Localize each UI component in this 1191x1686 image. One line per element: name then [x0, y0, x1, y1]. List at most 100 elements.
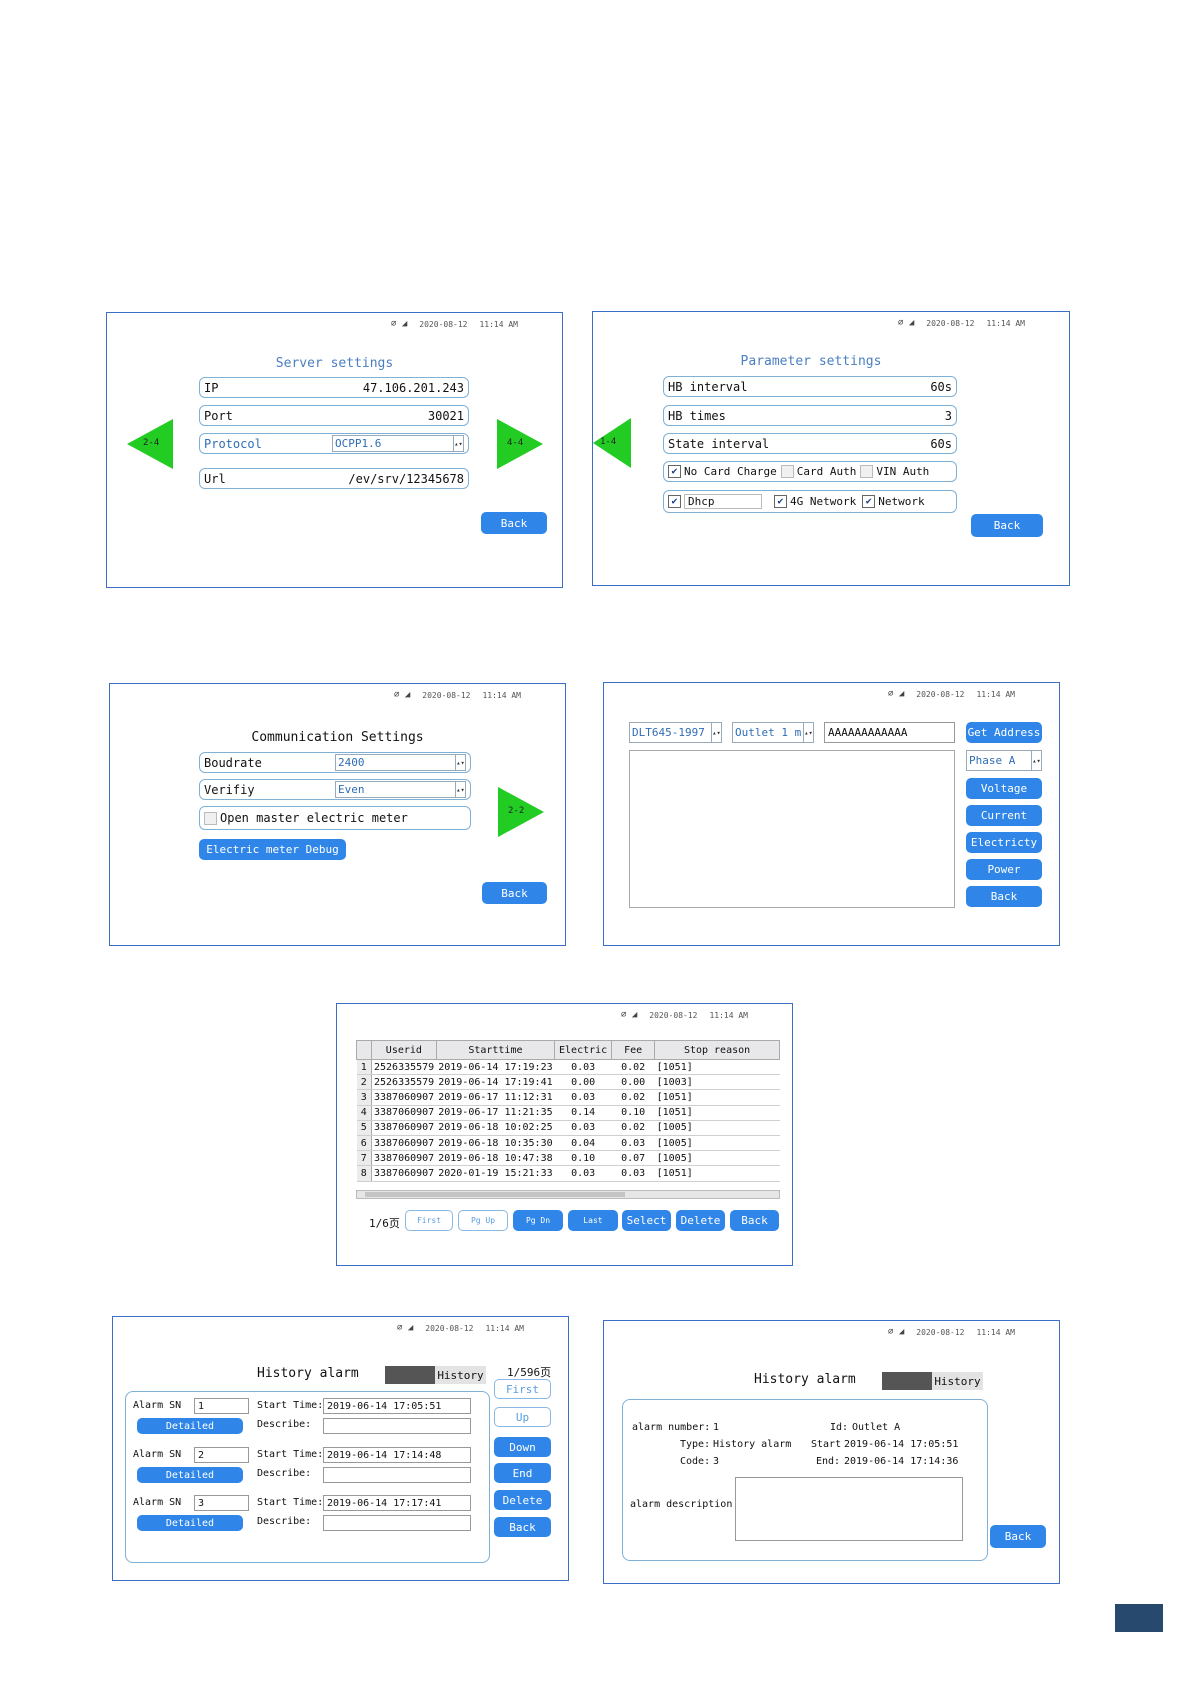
meter-protocol-select[interactable]: DLT645-1997 ▴▾	[629, 722, 722, 743]
vin-auth-checkbox[interactable]	[860, 465, 874, 478]
verify-select[interactable]: Even ▴▾	[335, 781, 466, 798]
delete-button[interactable]: Delete	[676, 1210, 725, 1231]
current-tab-toggle[interactable]	[882, 1372, 932, 1390]
meter-address-input[interactable]: AAAAAAAAAAAA	[824, 722, 955, 743]
current-tab-toggle[interactable]	[385, 1366, 435, 1384]
alarm-type-value: History alarm	[713, 1439, 792, 1450]
describe-input[interactable]	[323, 1467, 471, 1483]
back-button[interactable]: Back	[990, 1525, 1046, 1548]
delete-button[interactable]: Delete	[494, 1490, 551, 1510]
status-bar: ⌀ ◢ 2020-08-12 11:14 AM	[888, 689, 1015, 699]
alarm-sn-input[interactable]: 1	[194, 1398, 249, 1414]
open-master-meter-row[interactable]: Open master electric meter	[199, 806, 471, 830]
ip-row[interactable]: IP 47.106.201.243	[199, 377, 469, 398]
back-button[interactable]: Back	[966, 886, 1042, 907]
outlet-select[interactable]: Outlet 1 m ▴▾	[732, 722, 814, 743]
back-button[interactable]: Back	[730, 1210, 779, 1231]
dhcp-checkbox[interactable]: ✔	[668, 495, 681, 508]
next-page-arrow-icon[interactable]: 2-2	[498, 787, 544, 837]
table-cell: 0.03	[611, 1165, 655, 1182]
signal-icon: ⌀ ◢	[888, 689, 905, 699]
select-button[interactable]: Select	[622, 1210, 671, 1231]
alarm-sn-input[interactable]: 3	[194, 1495, 249, 1511]
page-up-button[interactable]: Pg Up	[458, 1210, 508, 1231]
table-cell: 2019-06-14 17:19:23	[436, 1059, 555, 1076]
network-checkbox[interactable]: ✔	[862, 495, 876, 508]
horizontal-scrollbar[interactable]	[356, 1190, 780, 1199]
prev-page-arrow-icon[interactable]: 2-4	[127, 419, 173, 469]
first-page-button[interactable]: First	[405, 1210, 453, 1231]
power-button[interactable]: Power	[966, 859, 1042, 880]
table-cell: [1003]	[654, 1074, 780, 1091]
end-button[interactable]: End	[494, 1463, 551, 1483]
alarm-list	[125, 1391, 490, 1563]
first-button[interactable]: First	[494, 1379, 551, 1399]
last-page-button[interactable]: Last	[568, 1210, 618, 1231]
column-header[interactable]: Starttime	[435, 1040, 556, 1060]
meter-output-area[interactable]	[629, 750, 955, 908]
next-page-arrow-icon[interactable]: 4-4	[497, 419, 543, 469]
scrollbar-thumb[interactable]	[365, 1192, 625, 1197]
voltage-button[interactable]: Voltage	[966, 778, 1042, 799]
start-time-input[interactable]: 2019-06-14 17:05:51	[323, 1398, 471, 1414]
history-tab[interactable]: History	[435, 1366, 486, 1384]
detailed-button[interactable]: Detailed	[137, 1467, 243, 1483]
up-button[interactable]: Up	[494, 1407, 551, 1427]
start-time-input[interactable]: 2019-06-14 17:14:48	[323, 1447, 471, 1463]
status-bar: ⌀ ◢ 2020-08-12 11:14 AM	[397, 1323, 524, 1333]
protocol-select[interactable]: OCPP1.6 ▴▾	[332, 435, 464, 452]
boudrate-select[interactable]: 2400 ▴▾	[335, 754, 466, 771]
electricity-button[interactable]: Electricty	[966, 832, 1042, 853]
detailed-button[interactable]: Detailed	[137, 1515, 243, 1531]
column-header[interactable]: Stop reason	[654, 1040, 780, 1060]
status-date: 2020-08-12	[419, 319, 468, 329]
page-down-button[interactable]: Pg Dn	[513, 1210, 563, 1231]
prev-page-arrow-icon[interactable]: 1-4	[593, 418, 631, 468]
column-header[interactable]: Electric	[554, 1040, 613, 1060]
history-tab[interactable]: History	[932, 1372, 983, 1390]
state-interval-row[interactable]: State interval 60s	[663, 433, 957, 454]
card-auth-checkbox[interactable]	[780, 465, 794, 478]
start-time-label: Start Time:	[257, 1400, 324, 1411]
table-cell: 0.03	[554, 1089, 612, 1106]
current-button[interactable]: Current	[966, 805, 1042, 826]
phase-select[interactable]: Phase A ▴▾	[966, 750, 1042, 771]
back-button[interactable]: Back	[971, 514, 1043, 537]
column-header[interactable]: Userid	[371, 1040, 437, 1060]
describe-input[interactable]	[323, 1418, 471, 1434]
alarm-description-field[interactable]	[735, 1477, 963, 1541]
electric-meter-debug-button[interactable]: Electric meter Debug	[199, 839, 346, 860]
port-row[interactable]: Port 30021	[199, 405, 469, 426]
4g-network-checkbox[interactable]: ✔	[774, 495, 787, 508]
back-button[interactable]: Back	[494, 1517, 551, 1537]
hb-interval-row[interactable]: HB interval 60s	[663, 376, 957, 397]
row-index: 7	[356, 1150, 372, 1167]
table-cell: 0.10	[554, 1150, 612, 1167]
column-header[interactable]: Fee	[611, 1040, 656, 1060]
down-button[interactable]: Down	[494, 1437, 551, 1457]
table-cell: [1051]	[654, 1105, 780, 1121]
no-card-charge-checkbox[interactable]: ✔	[668, 465, 681, 478]
signal-icon: ⌀ ◢	[898, 318, 915, 328]
back-button[interactable]: Back	[482, 882, 547, 904]
url-row[interactable]: Url /ev/srv/12345678	[199, 468, 469, 489]
alarm-sn-input[interactable]: 2	[194, 1447, 249, 1463]
table-cell: [1005]	[654, 1135, 780, 1152]
alarm-sn-label: Alarm SN	[133, 1400, 182, 1411]
page-indicator: 1/596页	[507, 1366, 552, 1379]
describe-input[interactable]	[323, 1515, 471, 1531]
back-button[interactable]: Back	[481, 512, 547, 534]
get-address-button[interactable]: Get Address	[966, 722, 1042, 743]
open-master-meter-checkbox[interactable]	[204, 811, 217, 825]
hb-times-row[interactable]: HB times 3	[663, 405, 957, 426]
detailed-button[interactable]: Detailed	[137, 1418, 243, 1434]
start-time-input[interactable]: 2019-06-14 17:17:41	[323, 1495, 471, 1511]
